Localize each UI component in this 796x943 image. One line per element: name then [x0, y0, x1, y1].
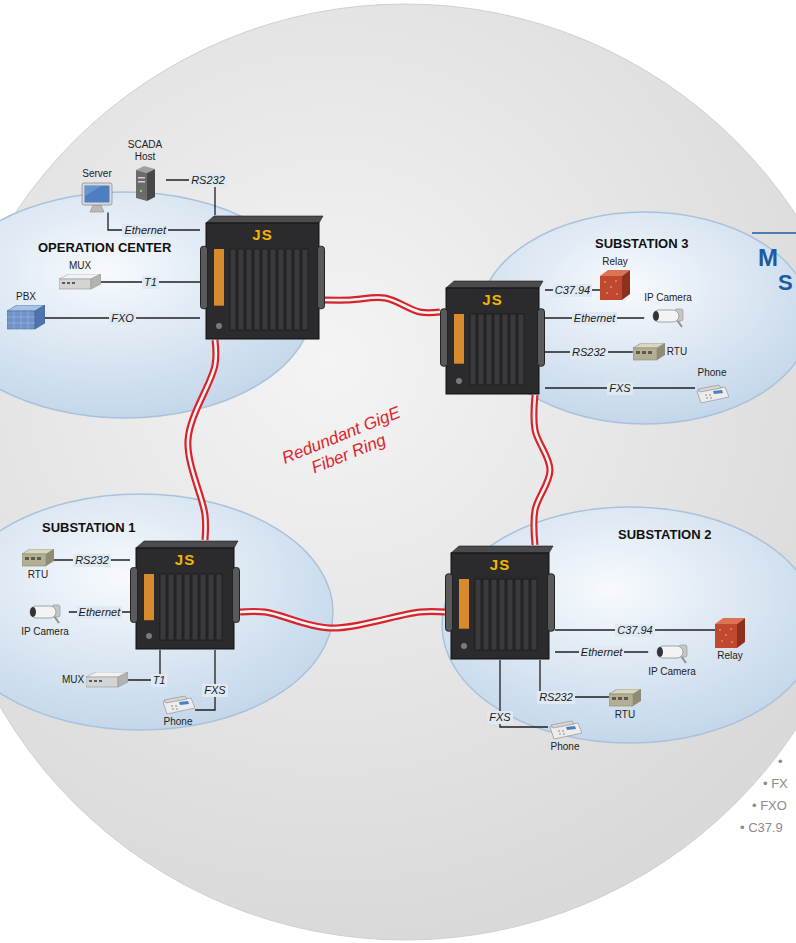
signal-label: C37.94 — [615, 624, 654, 637]
multiplexer-chassis: JS — [440, 280, 545, 395]
field-device: IP Camera — [21, 602, 69, 638]
pbx-icon — [7, 305, 45, 330]
background-circle — [0, 4, 796, 940]
heading-rule — [752, 232, 796, 234]
field-device: Phone — [695, 367, 729, 403]
field-device: MUX — [62, 672, 128, 688]
signal-label: Ethernet — [77, 606, 123, 619]
relay-icon — [600, 270, 630, 300]
camera-icon — [655, 642, 689, 664]
multiplexer-chassis: JS — [200, 215, 325, 340]
bullet-item: • — [778, 754, 783, 769]
device-label: IP Camera — [648, 666, 696, 678]
signal-label: RS232 — [73, 554, 111, 567]
rtu-icon — [609, 689, 641, 707]
device-label: Relay — [602, 256, 628, 268]
signal-label: RS232 — [537, 691, 575, 704]
signal-label: Ethernet — [122, 224, 168, 237]
region-outline — [0, 192, 313, 418]
device-label: Phone — [551, 741, 580, 753]
field-device: RTU — [609, 689, 641, 721]
site-region: SUBSTATION 3 Relay IP CameraRTU Phone JS — [477, 210, 796, 426]
phone-icon — [695, 381, 729, 403]
signal-label: RS232 — [570, 346, 608, 359]
field-device: Relay — [600, 256, 630, 300]
field-device: Phone — [161, 692, 195, 728]
device-label: Server — [82, 168, 111, 180]
device-label: Phone — [698, 367, 727, 379]
signal-label: C37.94 — [553, 284, 592, 297]
site-region: SUBSTATION 1 RTU IP CameraMUX Phone JS — [0, 492, 335, 732]
device-label: Phone — [164, 716, 193, 728]
rtu-icon — [22, 549, 54, 567]
field-device: IP Camera — [648, 642, 696, 678]
signal-label: FXS — [607, 382, 632, 395]
field-device: SCADA Host — [124, 139, 166, 201]
device-label: IP Camera — [644, 292, 692, 304]
mux-icon — [59, 274, 101, 290]
multiplexer-chassis: JS — [130, 540, 240, 650]
bullet-item: • C37.9 — [740, 820, 783, 835]
site-heading: SUBSTATION 3 — [595, 236, 688, 251]
heading-fragment: S — [778, 270, 793, 295]
field-device: Phone — [548, 717, 582, 753]
device-label: IP Camera — [21, 626, 69, 638]
signal-label: FXS — [487, 711, 512, 724]
region-outline — [442, 507, 796, 743]
device-label: RTU — [615, 709, 635, 721]
rtu-icon — [633, 343, 665, 361]
brand-logo: JS — [171, 551, 199, 568]
device-label: PBX — [16, 291, 36, 303]
site-heading: SUBSTATION 1 — [42, 520, 135, 535]
signal-label: Ethernet — [572, 312, 618, 325]
signal-label: T1 — [142, 276, 159, 289]
site-heading: SUBSTATION 2 — [618, 527, 711, 542]
signal-label: T1 — [151, 674, 168, 687]
camera-icon — [651, 306, 685, 328]
device-label: MUX — [69, 260, 91, 272]
device-label: MUX — [62, 674, 84, 686]
site-heading: OPERATION CENTER — [38, 240, 171, 255]
brand-logo: JS — [486, 556, 514, 573]
field-device: Relay — [715, 618, 745, 662]
multiplexer-chassis: JS — [445, 545, 555, 660]
heading-fragment: M — [758, 244, 778, 272]
tower-icon — [134, 165, 156, 201]
brand-logo: JS — [478, 291, 506, 308]
field-device: RTU — [22, 549, 54, 581]
fiber-line — [325, 297, 440, 312]
phone-icon — [548, 717, 582, 739]
device-label: SCADA Host — [124, 139, 166, 163]
monitor-icon — [81, 182, 113, 213]
field-device: PBX — [7, 291, 45, 330]
bullet-item: • FX — [763, 776, 788, 791]
device-label: RTU — [667, 346, 687, 358]
mux-icon — [86, 672, 128, 688]
device-label: Relay — [717, 650, 743, 662]
relay-icon — [715, 618, 745, 648]
field-device: Server — [81, 168, 113, 213]
brand-logo: JS — [248, 226, 276, 243]
camera-icon — [28, 602, 62, 624]
region-outline — [0, 494, 333, 730]
device-label: RTU — [28, 569, 48, 581]
phone-icon — [161, 692, 195, 714]
field-device: RTU — [633, 343, 687, 361]
signal-label: FXO — [109, 312, 136, 325]
signal-label: RS232 — [189, 174, 227, 187]
field-device: MUX — [59, 260, 101, 290]
fiber-ring-segment — [325, 297, 440, 312]
field-device: IP Camera — [644, 292, 692, 328]
signal-label: Ethernet — [579, 646, 625, 659]
fiber-gap — [325, 297, 440, 312]
signal-label: FXS — [202, 684, 227, 697]
bullet-item: • FXO — [752, 798, 787, 813]
